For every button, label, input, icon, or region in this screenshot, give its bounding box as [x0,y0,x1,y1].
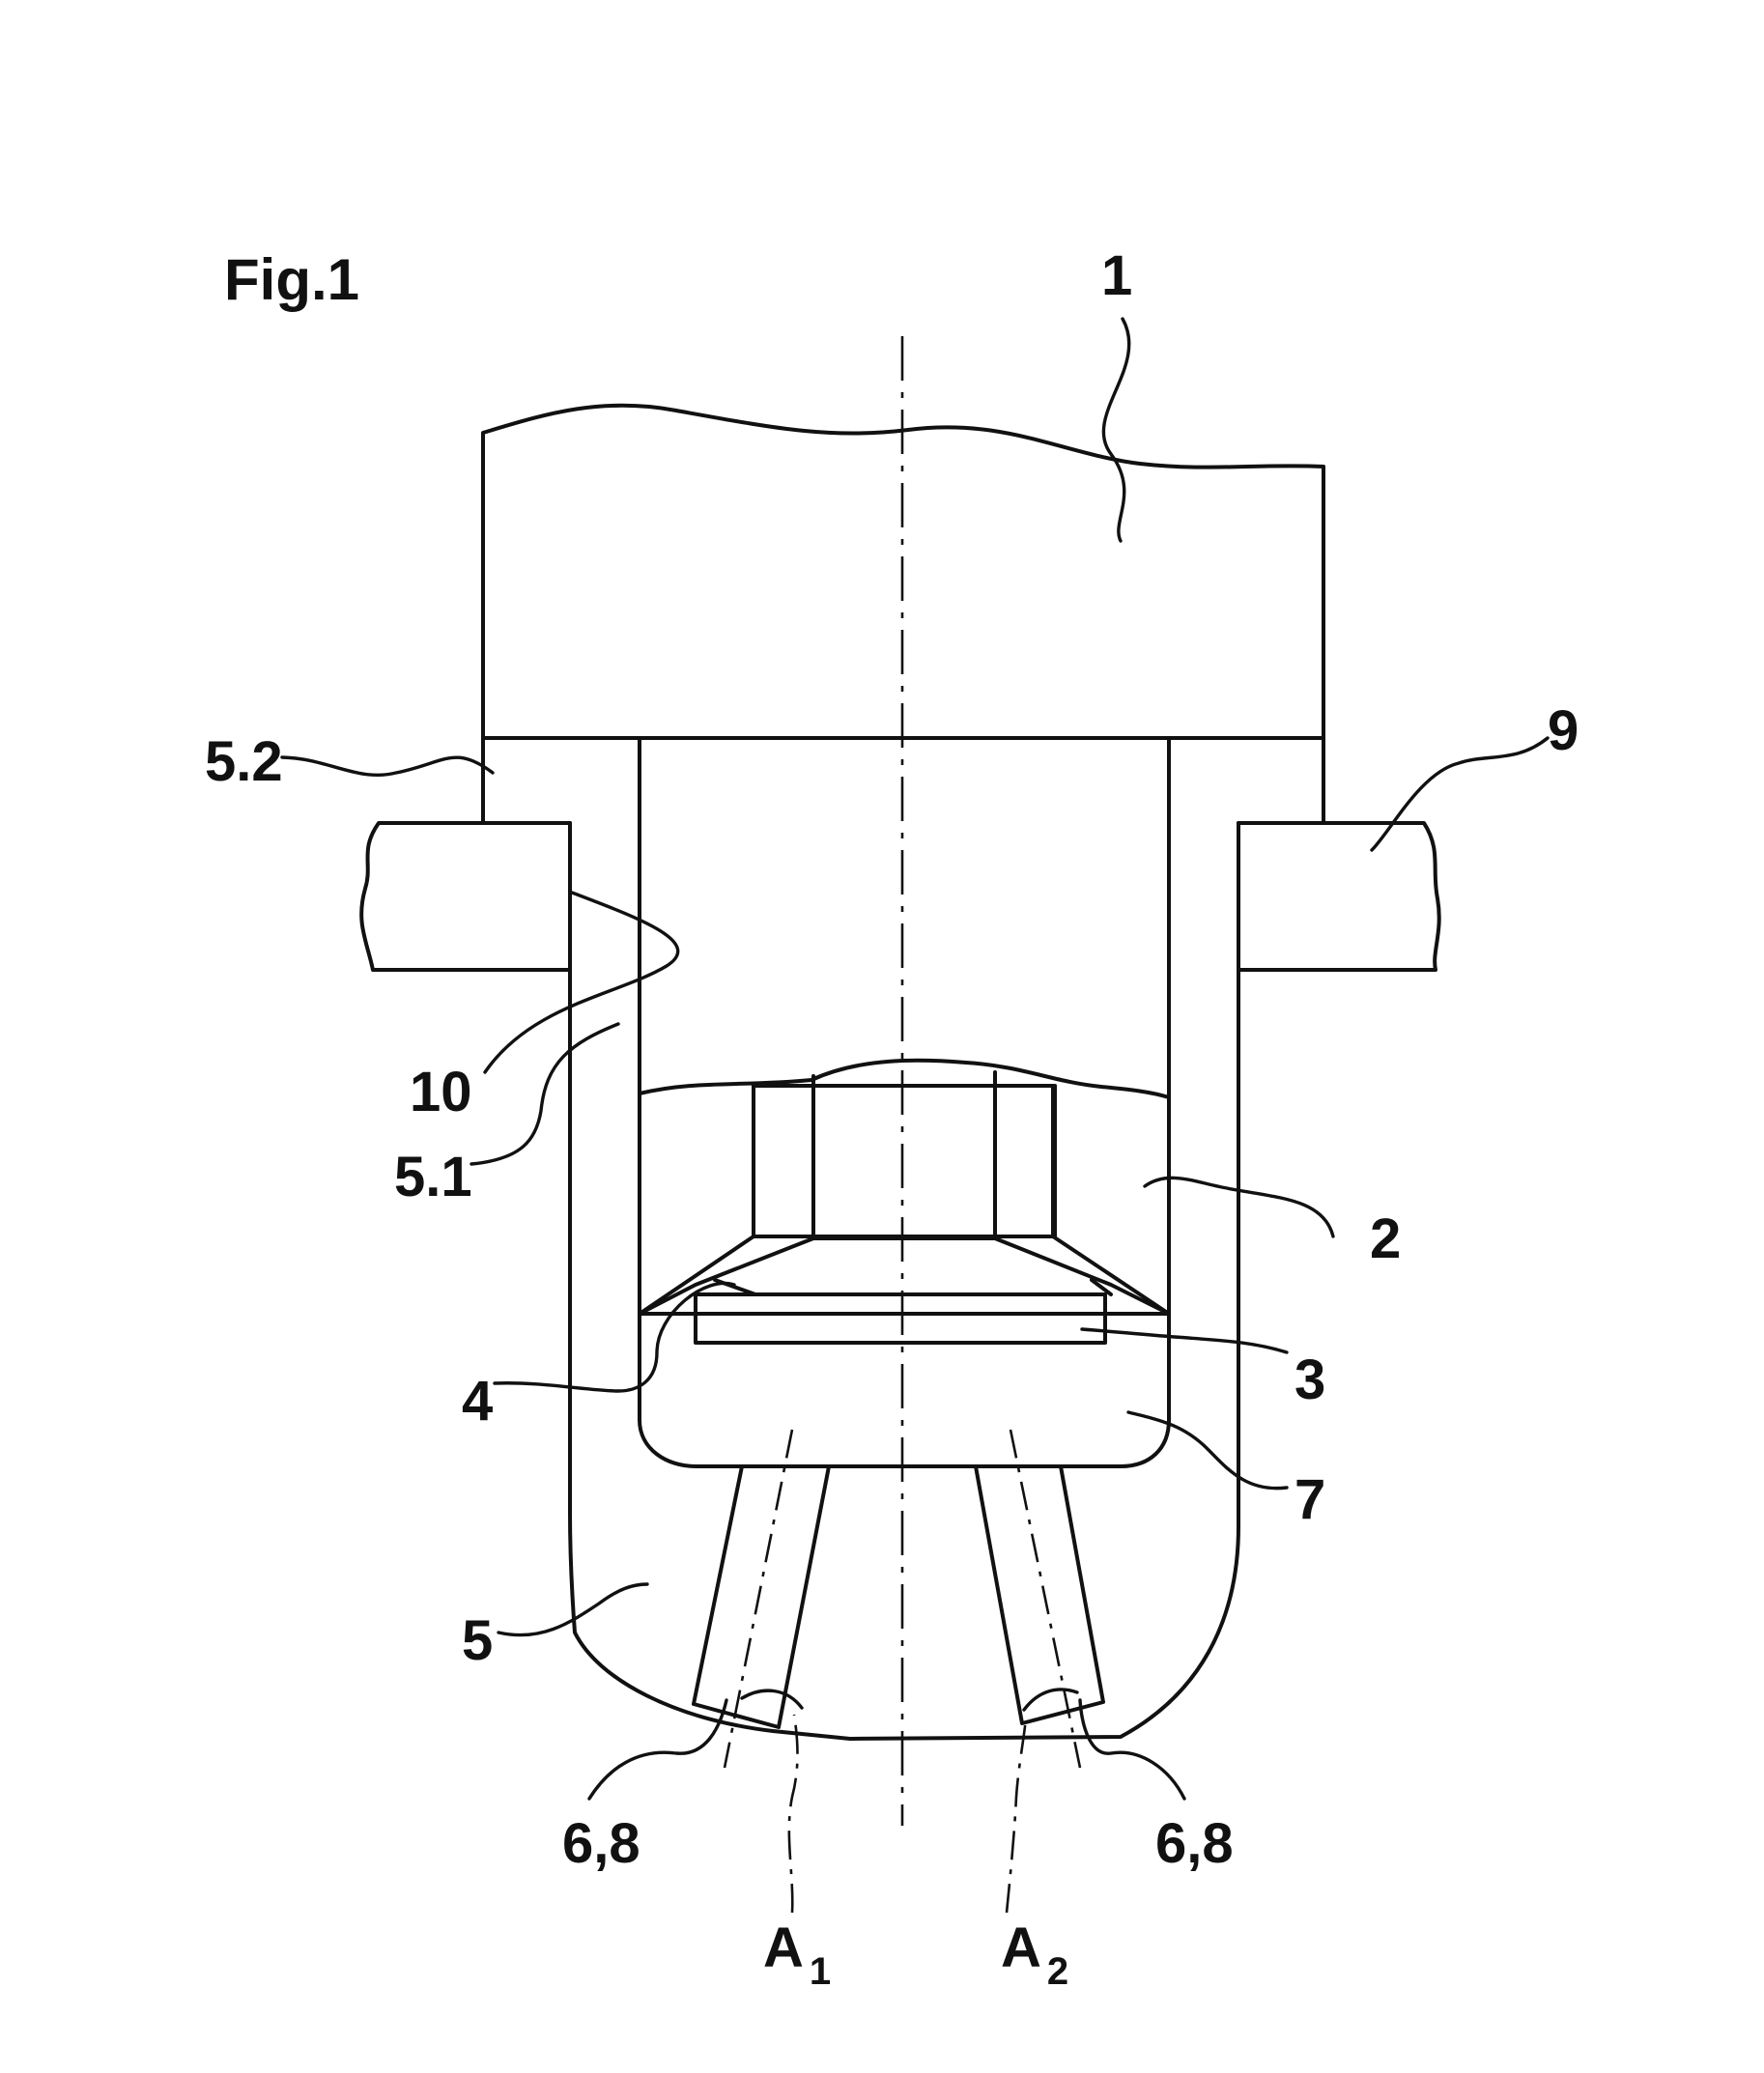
leader-7 [1126,1410,1289,1491]
label-2: 2 [1370,1207,1401,1270]
label-6-8-right: 6,8 [1155,1812,1234,1875]
label-3: 3 [1295,1349,1325,1411]
label-a2-subscript: 2 [1047,1950,1068,1993]
leader-6-8-right [1078,1698,1186,1801]
label-1: 1 [1101,244,1132,307]
label-7: 7 [1295,1468,1325,1531]
label-5: 5 [462,1609,493,1672]
figure-title: Fig.1 [224,247,359,312]
part-9-left-plate [359,821,572,972]
leader-1 [1101,317,1131,543]
label-4: 4 [462,1370,493,1433]
leader-5-1 [469,1022,620,1166]
angle-arc-a2 [1022,1688,1079,1712]
label-6-8-left: 6,8 [562,1812,640,1875]
leader-10 [483,891,680,1074]
label-a1-subscript: 1 [810,1950,831,1993]
spray-hole-right [974,1464,1105,1725]
leader-a2 [1005,1717,1028,1914]
label-a2-letter: A [1001,1917,1041,1979]
label-9: 9 [1548,699,1579,762]
spray-axis-a2 [1009,1429,1082,1769]
conical-seat [638,1236,1171,1316]
label-a1-letter: A [763,1917,804,1979]
spray-axis-a1 [723,1429,794,1769]
spray-hole-left [692,1464,831,1729]
component-1-housing [481,403,1325,740]
leader-2 [1143,1176,1335,1238]
label-5-2: 5.2 [205,730,283,793]
leader-4 [493,1281,736,1393]
part-9-right-plate [1237,821,1441,972]
leader-9 [1370,736,1550,852]
part-3-valve-plate [694,1292,1107,1345]
seat-inner-edge-right [1090,1278,1113,1296]
leader-3 [1080,1327,1289,1354]
leader-a1 [787,1714,799,1914]
leader-5 [497,1582,649,1637]
angle-arc-a1 [740,1689,804,1710]
label-5-1: 5.1 [394,1146,472,1208]
label-10: 10 [410,1061,472,1123]
leader-5-2 [280,755,495,778]
part-5-nozzle-body [481,736,1325,1741]
leader-6-8-left [587,1698,728,1801]
